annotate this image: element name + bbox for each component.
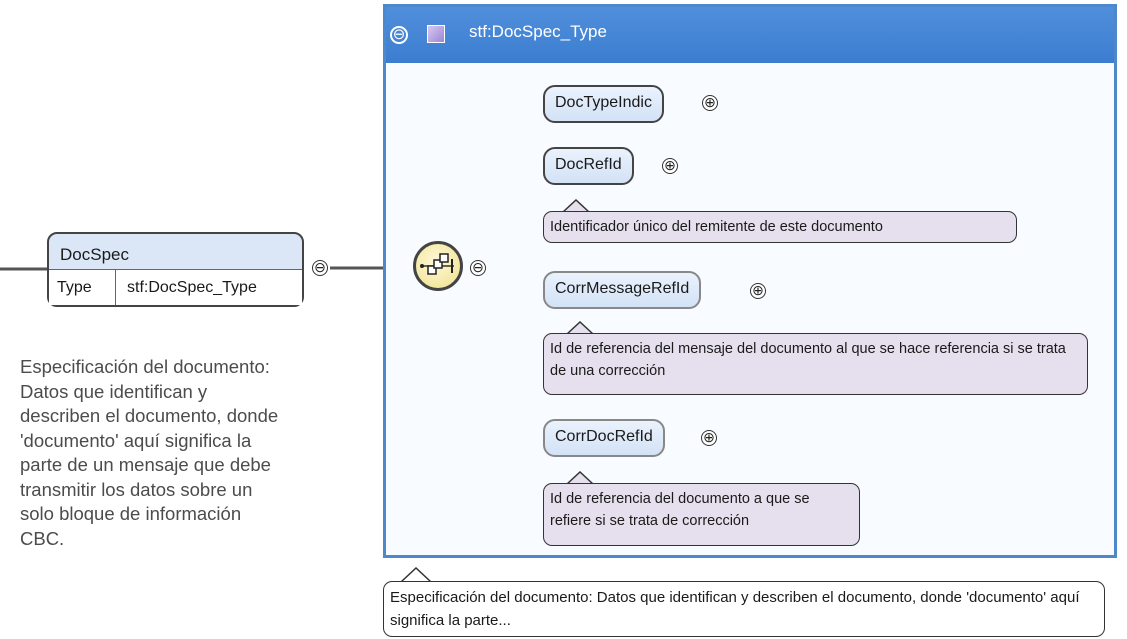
root-divider bbox=[49, 269, 302, 270]
root-element-name: DocSpec bbox=[60, 245, 129, 264]
complex-type-box bbox=[383, 4, 1117, 558]
doctypeindic-expand-icon[interactable]: ⊕ bbox=[702, 95, 718, 111]
child-element-docrefid[interactable]: DocRefId bbox=[543, 147, 634, 185]
corrdocrefid-annotation: Id de referencia del documento a que se … bbox=[543, 483, 860, 546]
root-type-value: stf:DocSpec_Type bbox=[127, 279, 257, 296]
root-type-label: Type bbox=[57, 279, 92, 296]
docrefid-annotation-pointer bbox=[563, 199, 589, 213]
child-element-corrdocrefid[interactable]: CorrDocRefId bbox=[543, 419, 665, 457]
compositor-collapse-icon[interactable]: ⊖ bbox=[470, 260, 486, 276]
complex-type-icon bbox=[427, 25, 445, 43]
corrmessagerefid-expand-icon[interactable]: ⊕ bbox=[750, 283, 766, 299]
docrefid-expand-icon[interactable]: ⊕ bbox=[662, 158, 678, 174]
root-documentation: Especificación del documento: Datos que … bbox=[20, 356, 279, 549]
complex-type-collapse-icon[interactable]: ⊖ bbox=[390, 26, 408, 44]
corrmessagerefid-annotation: Id de referencia del mensaje del documen… bbox=[543, 333, 1088, 395]
corrdocrefid-expand-icon[interactable]: ⊕ bbox=[701, 430, 717, 446]
corrmessagerefid-annotation-pointer bbox=[567, 321, 593, 335]
root-collapse-icon[interactable]: ⊖ bbox=[312, 260, 328, 276]
complex-type-header bbox=[386, 7, 1114, 63]
complex-type-annotation: Especificación del documento: Datos que … bbox=[383, 581, 1105, 637]
corrdocrefid-annotation-pointer bbox=[567, 471, 593, 485]
root-type-divider bbox=[115, 270, 116, 305]
complex-type-title: stf:DocSpec_Type bbox=[469, 22, 607, 41]
complex-type-annotation-pointer bbox=[401, 567, 431, 583]
child-element-doctypeindic[interactable]: DocTypeIndic bbox=[543, 85, 664, 123]
docrefid-annotation: Identificador único del remitente de est… bbox=[543, 211, 1017, 243]
root-type-row bbox=[49, 270, 302, 305]
child-element-corrmessagerefid[interactable]: CorrMessageRefId bbox=[543, 271, 702, 309]
sequence-glyph-icon bbox=[420, 253, 454, 275]
sequence-compositor-icon[interactable] bbox=[413, 241, 463, 291]
